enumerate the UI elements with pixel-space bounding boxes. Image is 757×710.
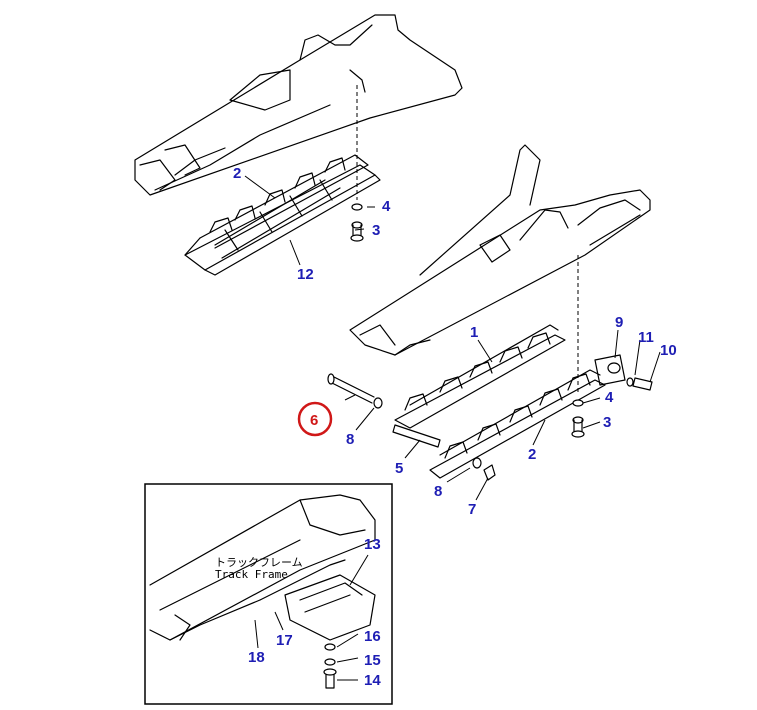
callout-8-left: 8 (346, 431, 354, 448)
pin (392, 424, 441, 448)
callout-9: 9 (615, 314, 623, 331)
lower-track-guard (429, 369, 606, 479)
upper-track-guard (184, 154, 381, 276)
leader-lines (244, 175, 661, 681)
inset-bolt (323, 643, 337, 689)
highlight-circle (297, 401, 333, 437)
inset-block (284, 574, 376, 641)
inset-track-frame (149, 494, 376, 641)
callout-12: 12 (297, 266, 314, 283)
callout-1: 1 (470, 324, 478, 341)
callout-18: 18 (248, 649, 265, 666)
center-track-guard (394, 324, 566, 429)
nut-7 (483, 464, 496, 481)
inset-label-en: Track Frame (215, 568, 288, 581)
center-track-frame (349, 144, 651, 356)
callout-17: 17 (276, 632, 293, 649)
callout-14: 14 (364, 672, 381, 689)
upper-track-frame (134, 14, 463, 196)
callout-16: 16 (364, 628, 381, 645)
callout-7: 7 (468, 501, 476, 518)
washer-8a (373, 397, 383, 409)
callout-10: 10 (660, 342, 677, 359)
callout-8-right: 8 (434, 483, 442, 500)
center-bolt (571, 399, 585, 438)
callout-2-upper: 2 (233, 165, 241, 182)
washer-8b (472, 457, 482, 469)
inset-label-jp: トラックフレーム (215, 556, 303, 569)
callout-3-center: 3 (603, 414, 611, 431)
callout-6: 6 (310, 412, 318, 429)
callout-11: 11 (638, 329, 654, 346)
callout-4-upper: 4 (382, 198, 391, 215)
inset-frame (144, 483, 393, 705)
long-bolt (327, 373, 375, 404)
callout-4-center: 4 (605, 389, 614, 406)
callout-3-upper: 3 (372, 222, 380, 239)
end-plate (594, 354, 626, 386)
bolt-10-11 (626, 377, 653, 391)
callout-13: 13 (364, 536, 381, 553)
upper-bolt (350, 203, 364, 242)
callout-5: 5 (395, 460, 403, 477)
callout-15: 15 (364, 652, 381, 669)
callout-2-lower: 2 (528, 446, 536, 463)
